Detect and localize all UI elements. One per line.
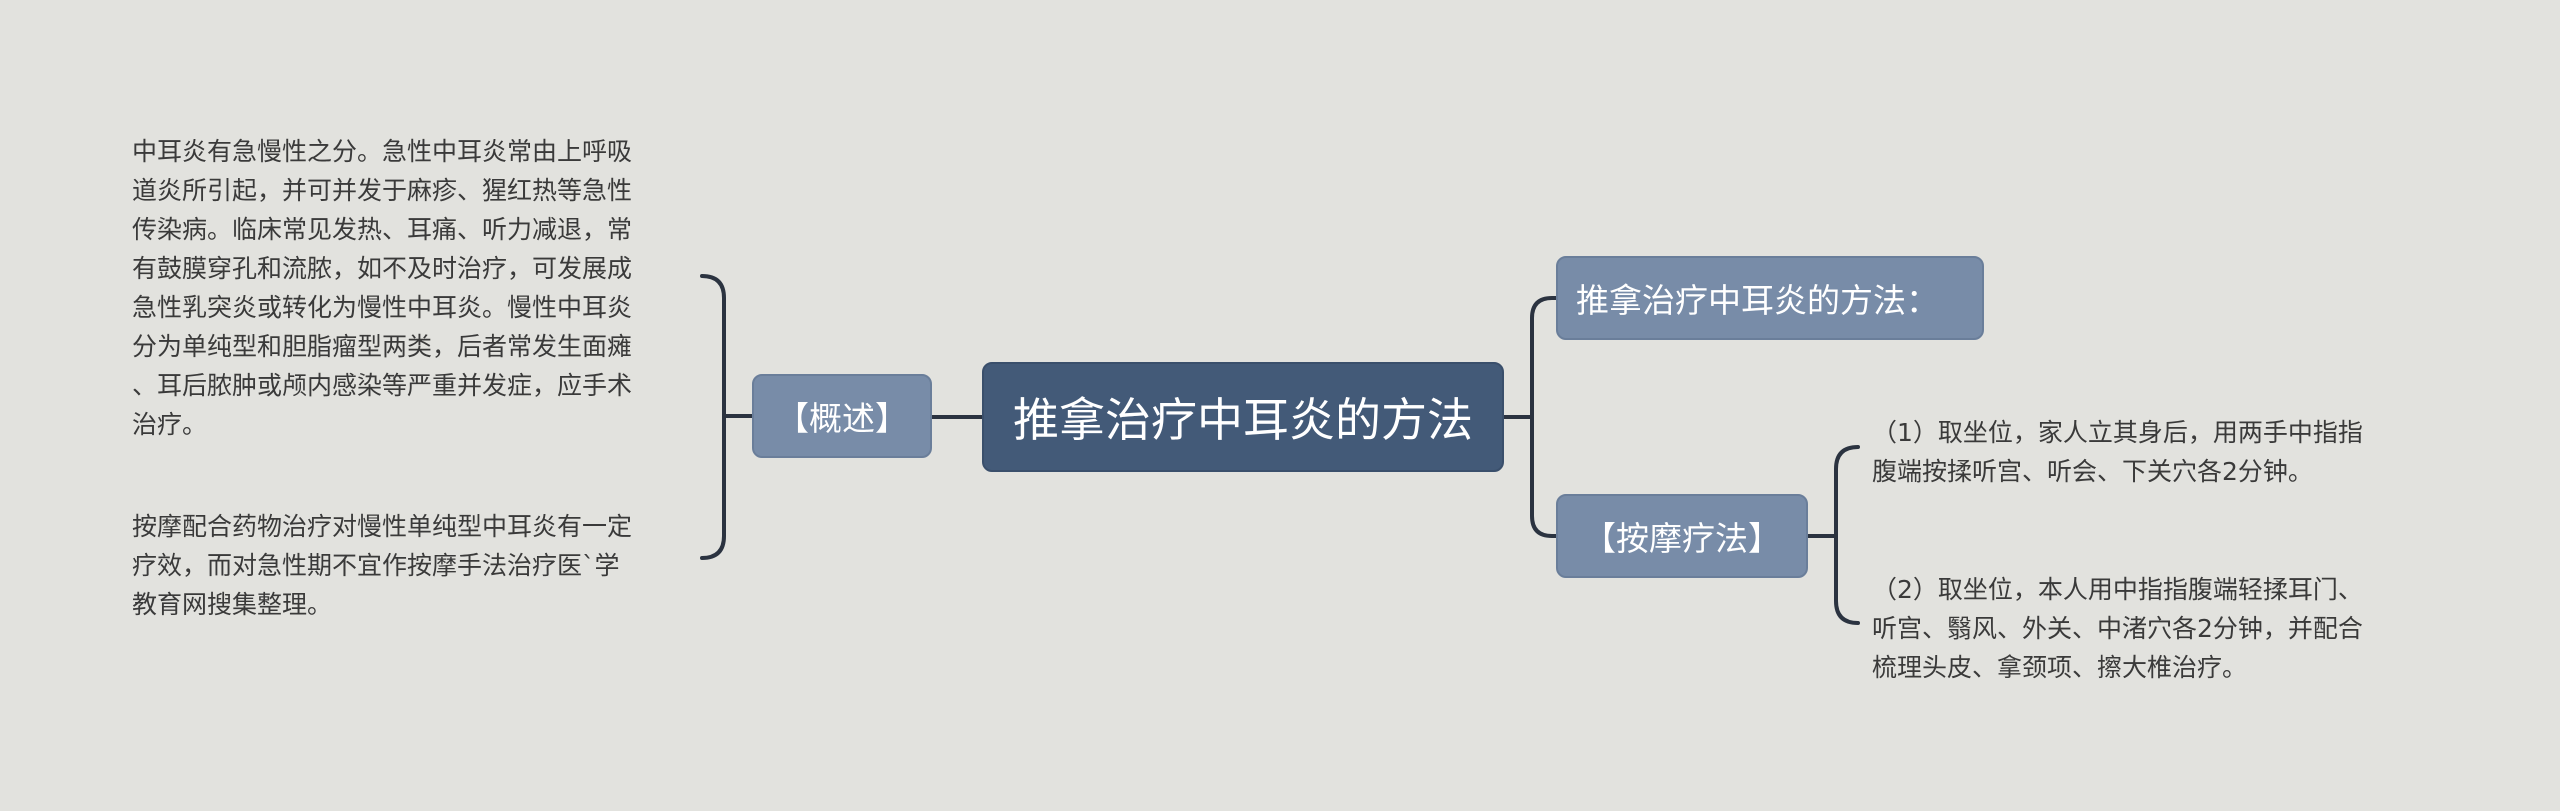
branch-overview[interactable]: 【概述】 [752, 374, 932, 458]
branch-method[interactable]: 推拿治疗中耳炎的方法： [1556, 256, 1984, 340]
connector-overview-bracket [700, 274, 754, 560]
root-node[interactable]: 推拿治疗中耳炎的方法 [982, 362, 1504, 472]
overview-leaf-2[interactable]: 按摩配合药物治疗对慢性单纯型中耳炎有一定 疗效，而对急性期不宜作按摩手法治疗医`… [132, 512, 633, 619]
connector-right-bracket [1530, 296, 1558, 538]
massage-leaf-2[interactable]: （2）取坐位，本人用中指指腹端轻揉耳门、 听宫、翳风、外关、中渚穴各2分钟，并配… [1872, 575, 2363, 682]
branch-massage-label: 【按摩疗法】 [1583, 519, 1781, 558]
massage-leaf-1[interactable]: （1）取坐位，家人立其身后，用两手中指指 腹端按揉听宫、听会、下关穴各2分钟。 [1872, 418, 2363, 486]
connector-massage-leaves [1806, 445, 1860, 625]
branch-massage[interactable]: 【按摩疗法】 [1556, 494, 1808, 578]
root-title: 推拿治疗中耳炎的方法 [1013, 393, 1473, 447]
branch-overview-label: 【概述】 [776, 399, 908, 438]
overview-leaf-1[interactable]: 中耳炎有急慢性之分。急性中耳炎常由上呼吸 道炎所引起，并可并发于麻疹、猩红热等急… [132, 137, 633, 439]
branch-method-label: 推拿治疗中耳炎的方法： [1576, 281, 1939, 320]
